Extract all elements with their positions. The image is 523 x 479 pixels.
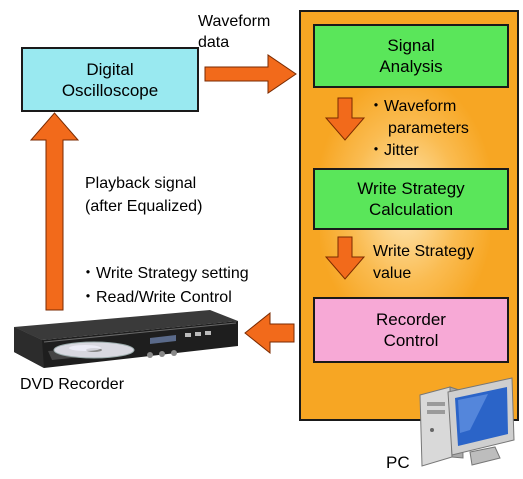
signal-analysis-box: Signal Analysis bbox=[313, 24, 509, 88]
write-strategy-value-label: Write Strategy value bbox=[373, 243, 475, 282]
oscilloscope-line2: Oscilloscope bbox=[61, 80, 159, 100]
arrow-to-dvd-recorder bbox=[244, 311, 295, 355]
arrow-strategy-to-control bbox=[324, 236, 366, 280]
oscilloscope-line1: Digital bbox=[86, 59, 134, 79]
recorder-control-box: Recorder Control bbox=[313, 297, 509, 363]
signal-analysis-line2: Analysis bbox=[379, 57, 443, 76]
pc-label: PC bbox=[386, 453, 410, 472]
arrow-playback-up bbox=[29, 112, 80, 311]
playback-signal-label: Playback signal (after Equalized) bbox=[85, 175, 203, 215]
digital-oscilloscope-box: Digital Oscilloscope bbox=[21, 47, 199, 112]
dvd-recorder-label: DVD Recorder bbox=[20, 376, 125, 393]
recorder-control-line2: Control bbox=[383, 331, 439, 350]
waveform-data-label: Waveform data bbox=[198, 13, 271, 51]
strategy-calc-line1: Write Strategy bbox=[357, 179, 465, 198]
signal-analysis-line1: Signal bbox=[387, 36, 435, 55]
arrow-analysis-to-strategy bbox=[324, 97, 366, 141]
strategy-calc-line2: Calculation bbox=[368, 200, 454, 219]
control-notes: ・Write Strategy setting ・Read/Write Cont… bbox=[80, 265, 249, 306]
write-strategy-calculation-box: Write Strategy Calculation bbox=[313, 168, 509, 230]
analysis-notes: ・Waveform parameters ・Jitter bbox=[368, 98, 469, 159]
recorder-control-line1: Recorder bbox=[376, 310, 446, 329]
arrow-to-analysis bbox=[204, 54, 297, 94]
